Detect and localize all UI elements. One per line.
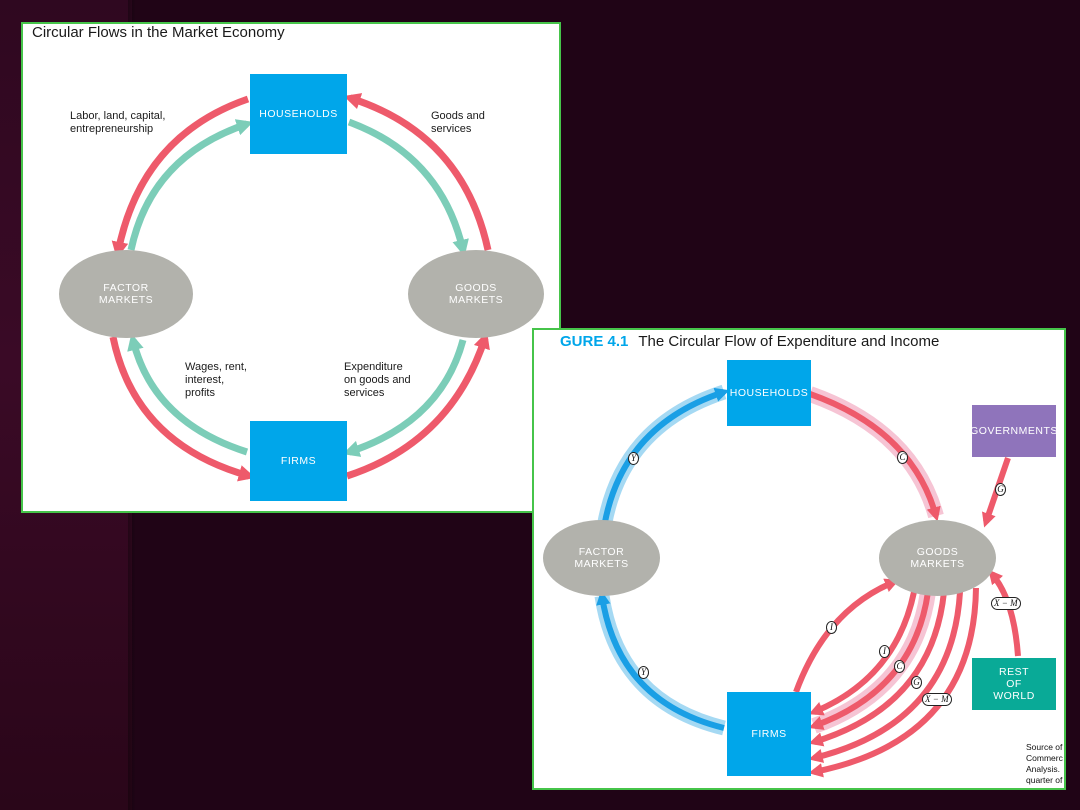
goods-markets-node-2: GOODS MARKETS <box>879 520 996 596</box>
flow-arrows-1 <box>109 93 492 482</box>
arrow-red-net-exports-inner <box>808 591 963 763</box>
tag-consumption-inner: C <box>894 660 905 673</box>
households-node: HOUSEHOLDS <box>250 74 347 154</box>
firms-node: FIRMS <box>250 421 347 501</box>
arrow-red-net-exports <box>988 569 1021 657</box>
arrow-teal-households-to-goods <box>347 118 469 257</box>
label-wages-rent-interest-profits: Wages, rent, interest, profits <box>185 361 247 399</box>
diagram-2-title-row: GURE 4.1 The Circular Flow of Expenditure… <box>560 333 939 350</box>
arrow-teal-factor-to-households <box>127 119 254 251</box>
diagram-2-title: The Circular Flow of Expenditure and Inc… <box>638 333 940 350</box>
arrow-red-investment-outer <box>793 578 900 694</box>
arrow-red-households-to-factor <box>111 95 250 259</box>
tag-net-exports-inner: X − M <box>922 693 952 706</box>
factor-markets-node-2: FACTOR MARKETS <box>543 520 660 596</box>
tag-consumption-c: C <box>897 451 908 464</box>
arrow-blue-firms-to-factor <box>596 590 725 731</box>
tag-income-y-top: Y <box>628 452 639 465</box>
circular-flows-market-economy-panel: Circular Flows in the Market Economy HOU… <box>21 22 561 513</box>
arrow-red-outermost-return <box>808 587 979 778</box>
arrow-red-factor-to-firms <box>109 336 256 482</box>
arrow-red-consumption-inner <box>808 591 931 730</box>
diagram-1-title: Circular Flows in the Market Economy <box>32 24 285 41</box>
arrow-teal-firms-to-factor <box>127 333 249 456</box>
tag-government-g: G <box>995 483 1006 496</box>
factor-markets-node: FACTOR MARKETS <box>59 250 193 338</box>
governments-node: GOVERNMENTS <box>970 405 1057 457</box>
label-goods-and-services: Goods and services <box>431 110 485 135</box>
arrow-red-goods-to-households <box>343 93 492 251</box>
halo-blue-factor-to-households <box>594 384 727 543</box>
tag-investment-inner: I <box>879 645 890 658</box>
rest-of-world-node: REST OF WORLD <box>972 658 1056 710</box>
label-expenditure: Expenditure on goods and services <box>344 361 411 399</box>
halo-blue-firms-to-factor <box>594 594 726 736</box>
halo-pink-consumption <box>807 386 944 519</box>
tag-investment-outer: I <box>826 621 837 634</box>
source-note: Source of Commerc Analysis. quarter of <box>1026 742 1063 785</box>
tag-government-inner: G <box>911 676 922 689</box>
figure-number: GURE 4.1 <box>560 333 629 350</box>
firms-node-2: FIRMS <box>727 692 811 776</box>
arrow-teal-goods-to-firms <box>342 339 467 457</box>
circular-flow-expenditure-income-panel: GURE 4.1 The Circular Flow of Expenditure… <box>532 328 1066 790</box>
households-node-2: HOUSEHOLDS <box>727 360 811 426</box>
arrow-red-consumption <box>809 391 941 522</box>
tag-net-exports: X − M <box>991 597 1021 610</box>
arrow-red-government-inner <box>808 591 947 747</box>
goods-markets-node: GOODS MARKETS <box>408 250 544 338</box>
arrow-red-investment-inner <box>808 591 917 716</box>
tag-income-y-bottom: Y <box>638 666 649 679</box>
label-factors-of-production: Labor, land, capital, entrepreneurship <box>70 110 166 135</box>
arrow-red-firms-to-goods <box>345 331 490 480</box>
arrow-blue-factor-to-households <box>599 387 730 543</box>
flow-arrows-2 <box>594 384 1021 778</box>
